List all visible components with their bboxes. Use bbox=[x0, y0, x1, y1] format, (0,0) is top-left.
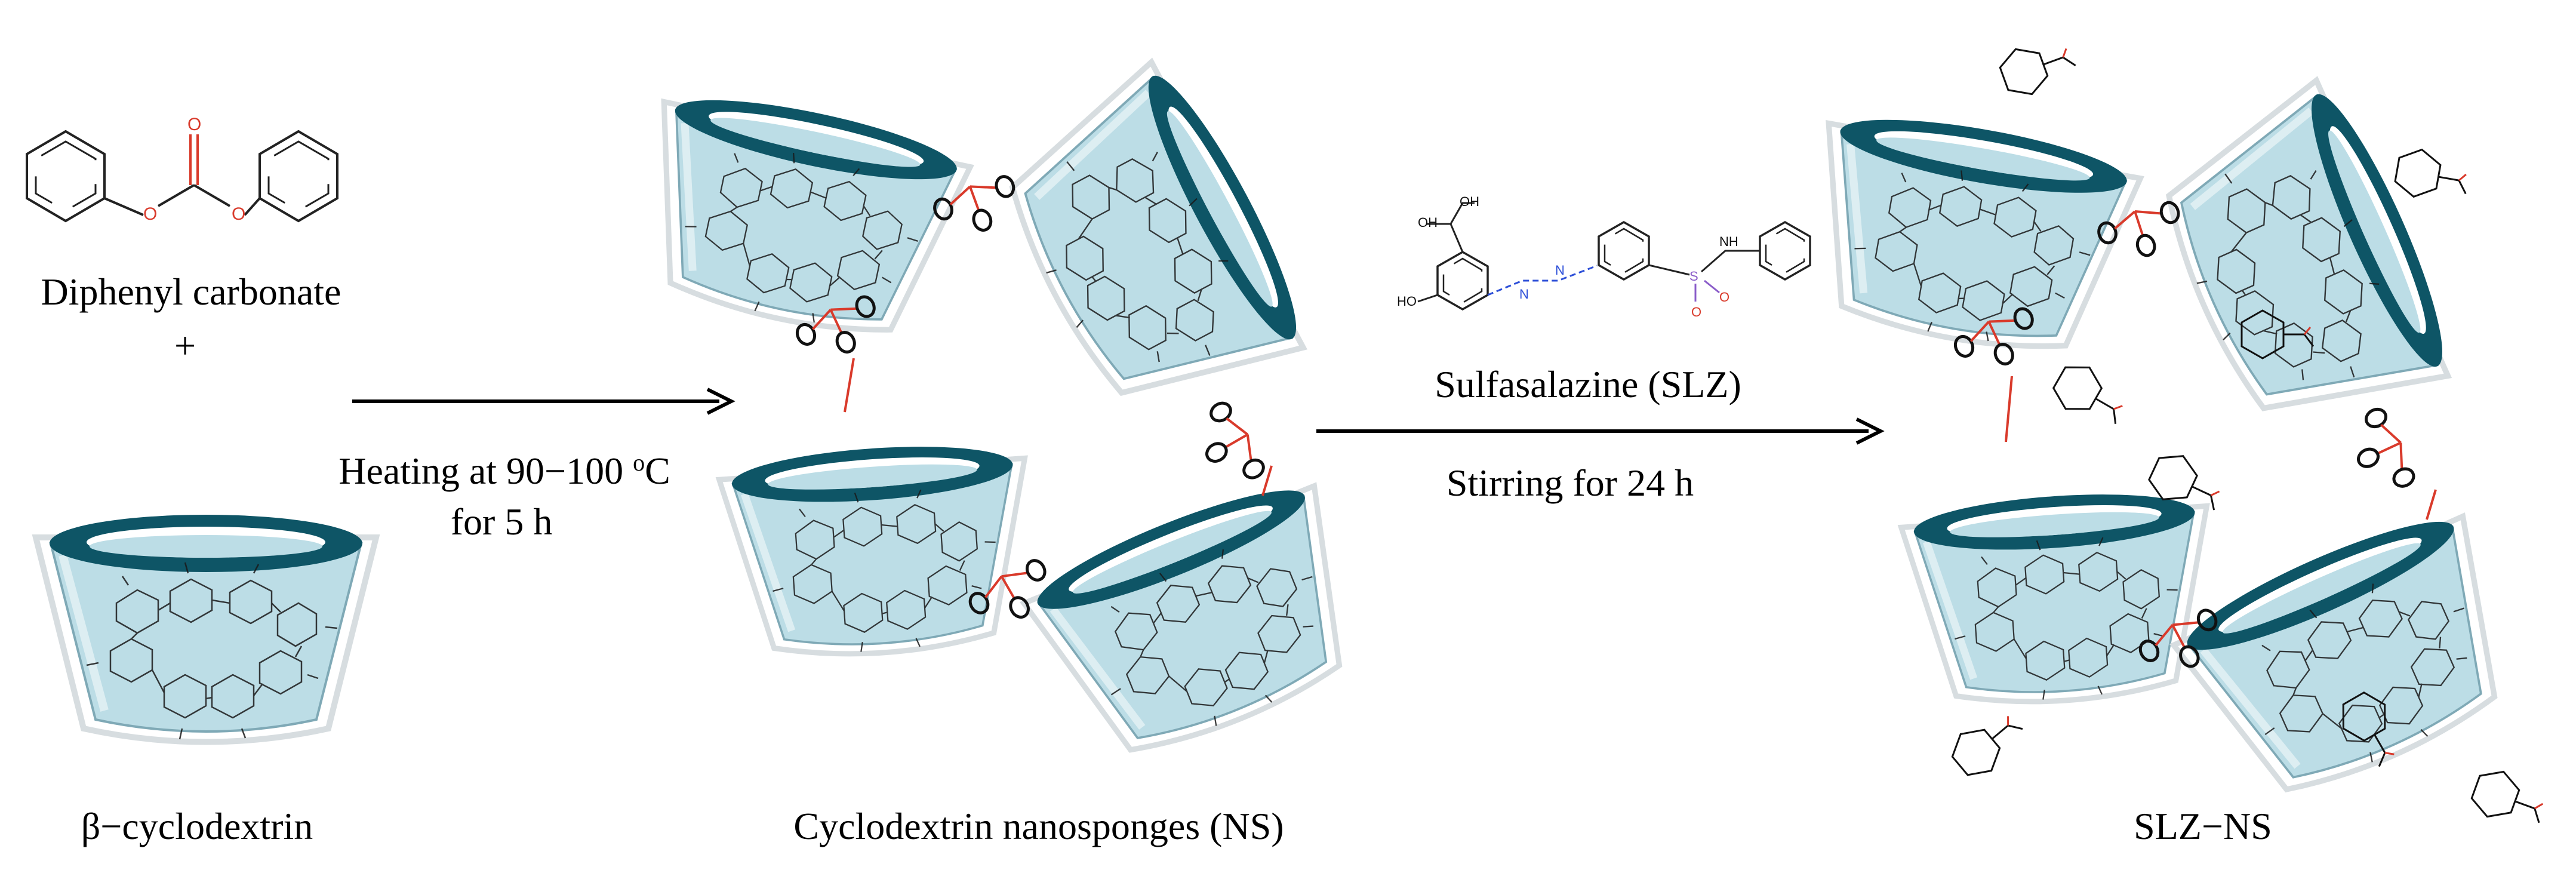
slz-ns-cone bbox=[2139, 72, 2467, 455]
sulfasalazine-label: Sulfasalazine (SLZ) bbox=[1435, 363, 1741, 405]
amine-label: NH bbox=[1719, 234, 1738, 249]
stirring-condition: Stirring for 24 h bbox=[1447, 462, 1694, 504]
heating-condition: Heating at 90−100 oC bbox=[338, 449, 670, 492]
diphenyl-carbonate-structure: O O O bbox=[26, 115, 338, 224]
slz-molecule bbox=[2046, 356, 2135, 435]
diphenyl-carbonate-label: Diphenyl carbonate bbox=[41, 271, 341, 313]
nanosponge-network bbox=[625, 52, 1385, 777]
nanosponge-label: Cyclodextrin nanosponges (NS) bbox=[793, 805, 1284, 847]
oxygen-atom-label: O bbox=[187, 115, 201, 134]
nanosponge-cone bbox=[1016, 466, 1384, 777]
beta-cyclodextrin-label: β−cyclodextrin bbox=[81, 805, 313, 847]
oxygen-label: O bbox=[1691, 305, 1701, 319]
oxygen-atom-label: O bbox=[143, 204, 157, 224]
heating-duration: for 5 h bbox=[451, 500, 553, 543]
carbonate-linker bbox=[1187, 399, 1269, 493]
nitrogen-label: N bbox=[1519, 287, 1529, 302]
reaction-arrow-1 bbox=[352, 388, 735, 415]
slz-ns-cone bbox=[1796, 103, 2144, 366]
carbonate-linker bbox=[2341, 405, 2418, 500]
slz-ns-cone bbox=[1900, 485, 2220, 711]
reaction-arrow-2 bbox=[1316, 417, 1885, 445]
slz-molecule bbox=[2466, 763, 2553, 835]
nitrogen-label: N bbox=[1555, 263, 1565, 278]
nanosponge-cone bbox=[625, 81, 975, 351]
hydroxyl-label: HO bbox=[1397, 294, 1417, 309]
beta-cyclodextrin-cone bbox=[36, 515, 376, 742]
slz-molecule bbox=[1943, 700, 2032, 785]
slz-molecule bbox=[2392, 145, 2473, 207]
sulfasalazine-structure: OH OH HO N N S NH O O bbox=[1397, 194, 1811, 319]
slz-molecule bbox=[1995, 30, 2081, 103]
slz-ns-label: SLZ−NS bbox=[2134, 805, 2272, 847]
oxygen-label: O bbox=[1719, 290, 1729, 305]
nanosponge-cone bbox=[980, 52, 1322, 439]
sulfur-label: S bbox=[1689, 269, 1698, 284]
hydroxyl-label: OH bbox=[1418, 215, 1438, 230]
slz-ns-cone bbox=[2165, 497, 2540, 819]
nanosponge-cone bbox=[718, 438, 1038, 663]
oxygen-atom-label: O bbox=[232, 204, 245, 224]
plus-sign: + bbox=[174, 324, 196, 367]
slz-nanosponge-network bbox=[1796, 30, 2553, 835]
hydroxyl-label: OH bbox=[1460, 194, 1479, 209]
